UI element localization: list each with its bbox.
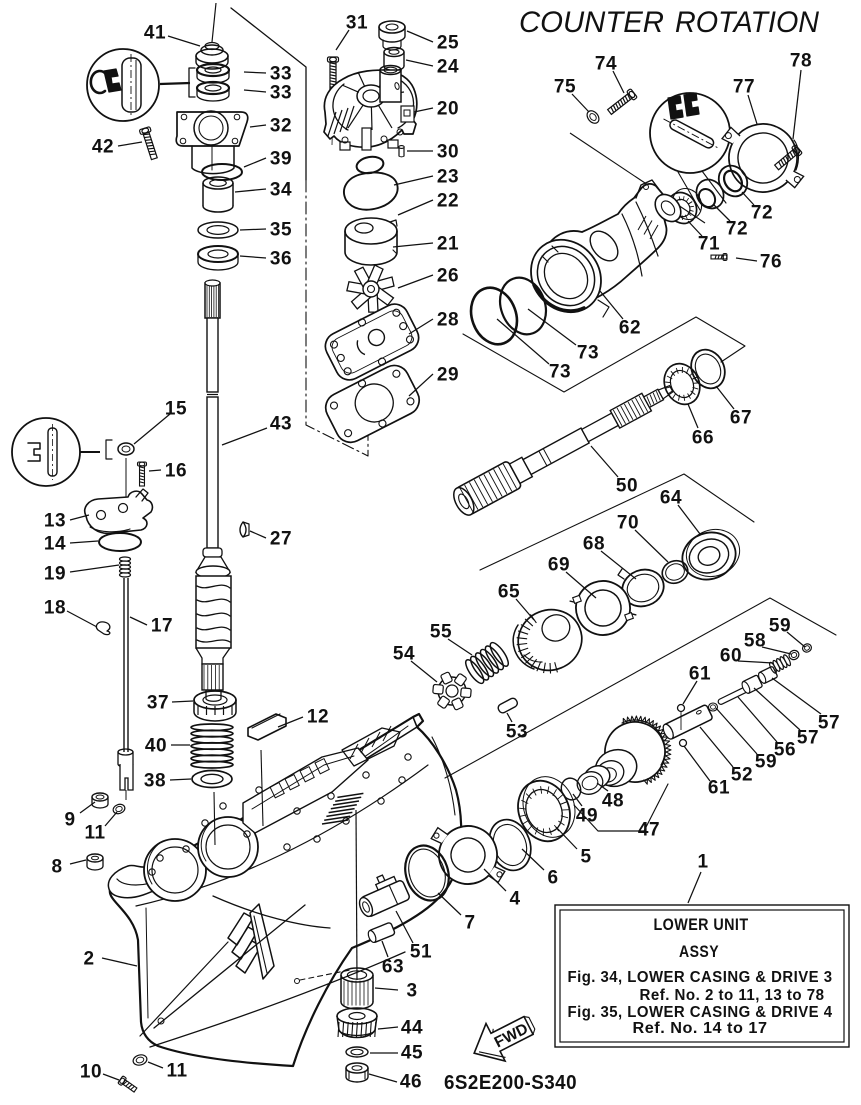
svg-text:38: 38 [144, 771, 166, 792]
svg-text:31: 31 [346, 13, 368, 34]
svg-text:ROTATION: ROTATION [675, 6, 819, 39]
svg-text:11: 11 [84, 823, 105, 844]
svg-text:Fig. 35, LOWER CASING & DRIVE: Fig. 35, LOWER CASING & DRIVE 4 [568, 1004, 833, 1021]
svg-text:26: 26 [437, 266, 459, 287]
svg-text:77: 77 [733, 77, 755, 98]
svg-text:Ref. No. 14 to 17: Ref. No. 14 to 17 [633, 1020, 768, 1037]
svg-text:73: 73 [577, 343, 599, 364]
svg-text:19: 19 [44, 564, 66, 585]
svg-text:17: 17 [151, 616, 173, 637]
svg-text:25: 25 [437, 33, 459, 54]
svg-text:66: 66 [692, 428, 714, 449]
svg-text:46: 46 [400, 1072, 422, 1093]
svg-text:40: 40 [145, 736, 167, 757]
svg-text:33: 33 [270, 64, 292, 85]
svg-text:10: 10 [80, 1062, 102, 1083]
svg-text:47: 47 [638, 820, 660, 841]
svg-text:45: 45 [401, 1043, 423, 1064]
svg-text:6: 6 [547, 868, 558, 889]
svg-text:30: 30 [437, 142, 459, 163]
svg-text:28: 28 [437, 310, 459, 331]
svg-text:69: 69 [548, 555, 570, 576]
svg-text:32: 32 [270, 116, 292, 137]
svg-text:63: 63 [382, 957, 404, 978]
svg-text:62: 62 [619, 318, 641, 339]
svg-text:70: 70 [617, 513, 639, 534]
svg-text:12: 12 [307, 707, 329, 728]
svg-text:76: 76 [760, 252, 782, 273]
svg-text:78: 78 [790, 51, 812, 72]
svg-text:29: 29 [437, 365, 459, 386]
svg-text:1: 1 [697, 852, 708, 873]
svg-text:56: 56 [774, 740, 796, 761]
svg-text:57: 57 [797, 728, 819, 749]
svg-text:57: 57 [818, 713, 840, 734]
svg-text:9: 9 [64, 810, 75, 831]
svg-text:55: 55 [430, 622, 452, 643]
svg-text:61: 61 [708, 778, 730, 799]
svg-text:54: 54 [393, 644, 415, 665]
svg-text:15: 15 [165, 399, 187, 420]
svg-text:7: 7 [464, 913, 475, 934]
svg-text:LOWER UNIT: LOWER UNIT [654, 915, 749, 934]
svg-text:58: 58 [744, 631, 766, 652]
svg-text:Ref. No. 2 to 11, 13 to 78: Ref. No. 2 to 11, 13 to 78 [640, 987, 825, 1004]
svg-text:35: 35 [270, 220, 292, 241]
svg-text:3: 3 [406, 981, 417, 1002]
svg-text:43: 43 [270, 414, 292, 435]
svg-text:48: 48 [602, 791, 624, 812]
svg-text:39: 39 [270, 149, 292, 170]
svg-text:21: 21 [437, 234, 459, 255]
svg-text:72: 72 [726, 219, 748, 240]
svg-text:23: 23 [437, 167, 459, 188]
svg-text:5: 5 [580, 847, 591, 868]
svg-text:11: 11 [166, 1061, 187, 1082]
svg-text:COUNTER: COUNTER [519, 6, 664, 39]
svg-text:14: 14 [44, 534, 66, 555]
svg-text:24: 24 [437, 57, 459, 78]
svg-text:75: 75 [554, 77, 576, 98]
svg-text:59: 59 [755, 752, 777, 773]
svg-text:71: 71 [698, 234, 720, 255]
svg-text:27: 27 [270, 529, 292, 550]
svg-text:51: 51 [410, 942, 432, 963]
svg-text:67: 67 [730, 408, 752, 429]
svg-text:36: 36 [270, 249, 292, 270]
svg-text:20: 20 [437, 99, 459, 120]
svg-text:53: 53 [506, 722, 528, 743]
svg-text:61: 61 [689, 664, 711, 685]
svg-text:59: 59 [769, 616, 791, 637]
svg-text:49: 49 [576, 806, 598, 827]
svg-text:64: 64 [660, 488, 682, 509]
svg-text:37: 37 [147, 693, 169, 714]
svg-text:13: 13 [44, 511, 66, 532]
svg-text:74: 74 [595, 54, 617, 75]
svg-text:Fig. 34, LOWER CASING & DRIVE: Fig. 34, LOWER CASING & DRIVE 3 [568, 969, 833, 986]
svg-text:41: 41 [144, 23, 166, 44]
svg-text:60: 60 [720, 646, 742, 667]
svg-text:73: 73 [549, 362, 571, 383]
svg-text:2: 2 [83, 949, 94, 970]
svg-text:34: 34 [270, 180, 292, 201]
svg-text:33: 33 [270, 83, 292, 104]
svg-text:16: 16 [165, 461, 187, 482]
svg-text:4: 4 [509, 889, 520, 910]
svg-text:65: 65 [498, 582, 520, 603]
svg-text:22: 22 [437, 191, 459, 212]
svg-text:72: 72 [751, 203, 773, 224]
svg-text:6S2E200-S340: 6S2E200-S340 [444, 1072, 577, 1094]
svg-text:8: 8 [51, 857, 62, 878]
svg-text:52: 52 [731, 765, 753, 786]
svg-text:68: 68 [583, 534, 605, 555]
svg-text:50: 50 [616, 476, 638, 497]
svg-text:44: 44 [401, 1018, 423, 1039]
svg-text:18: 18 [44, 598, 66, 619]
svg-text:ASSY: ASSY [679, 942, 719, 961]
svg-text:42: 42 [92, 137, 114, 158]
